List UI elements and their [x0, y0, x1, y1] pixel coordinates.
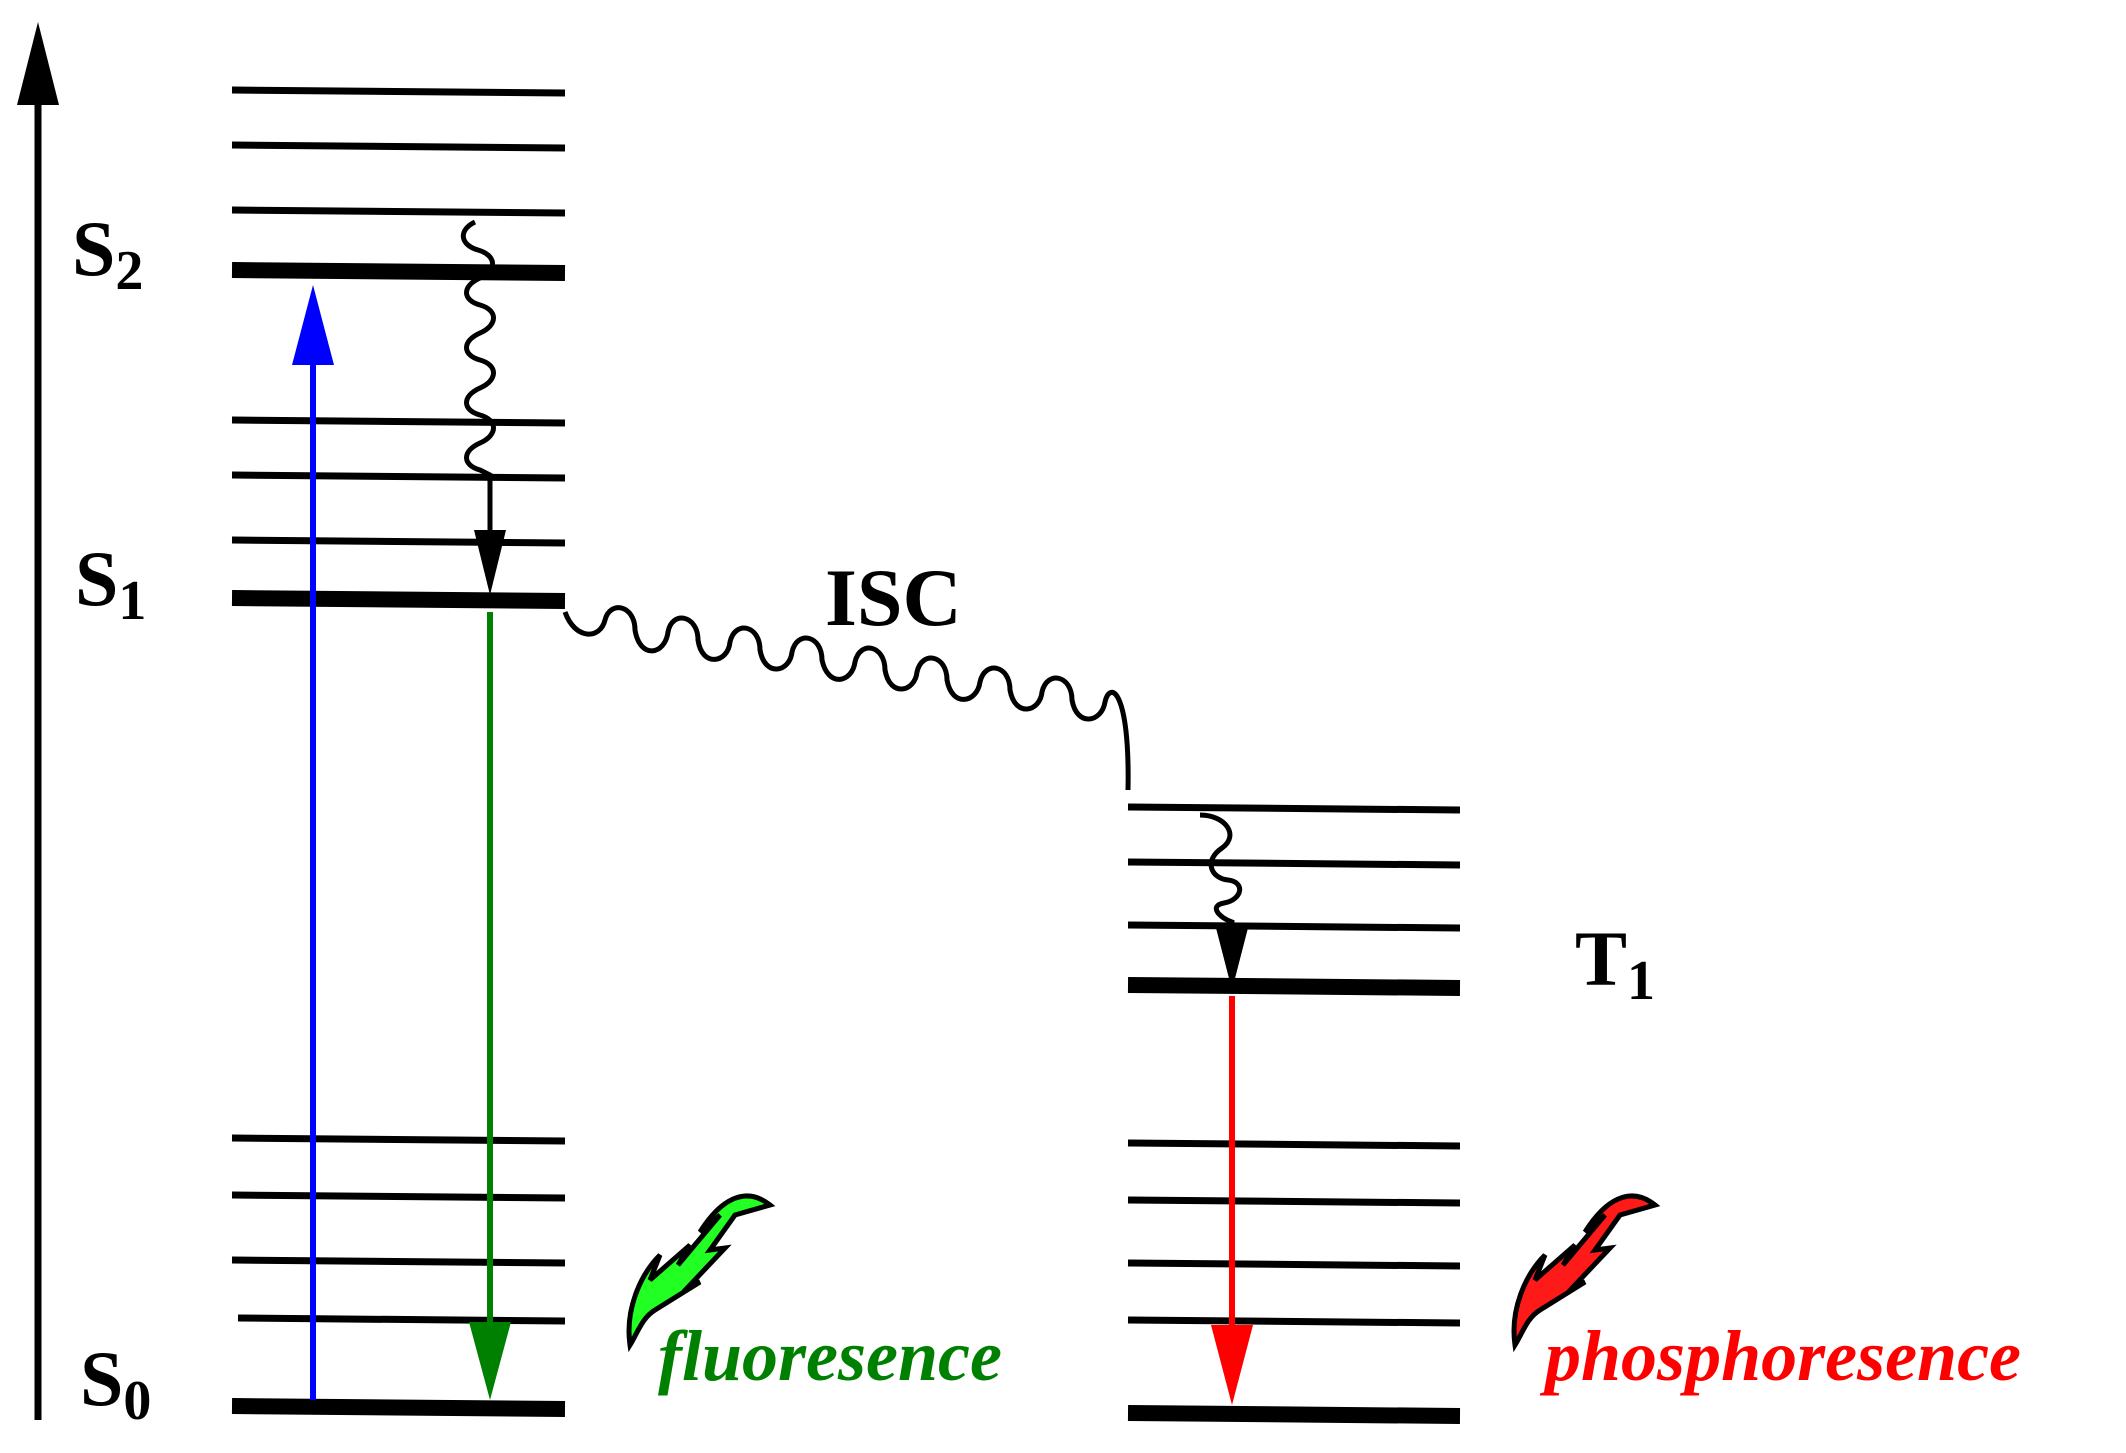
state-label-s1: S1: [75, 535, 146, 632]
s0-levels: [231, 1134, 566, 1417]
energy-axis: [17, 22, 59, 1420]
t1-ground-levels: [1127, 1139, 1461, 1424]
phosphorescence-arrow: [1211, 996, 1253, 1405]
absorption-arrow: [292, 285, 334, 1400]
t1-levels: [1127, 803, 1461, 996]
phosphorescence-label: phosphoresence: [1539, 1316, 2021, 1396]
fluorescence-label: fluoresence: [658, 1316, 1002, 1396]
s2-levels: [231, 86, 566, 281]
isc-wavy-path: [562, 605, 1131, 791]
internal-conversion-s2-s1: [460, 219, 496, 540]
isc-label: ISC: [825, 552, 962, 643]
fluorescence-bolt-icon: [626, 1193, 776, 1353]
state-label-s0: S0: [80, 1335, 151, 1432]
fluorescence-arrow: [469, 612, 511, 1400]
internal-conversion-t1: [1199, 812, 1242, 945]
phosphorescence-bolt-icon: [1511, 1193, 1661, 1353]
ic-s1-arrowhead: [474, 530, 506, 595]
ic-t1-arrowhead: [1216, 928, 1248, 990]
s1-levels: [231, 416, 566, 609]
state-label-s2: S2: [72, 205, 143, 302]
state-label-t1: T1: [1575, 915, 1655, 1012]
